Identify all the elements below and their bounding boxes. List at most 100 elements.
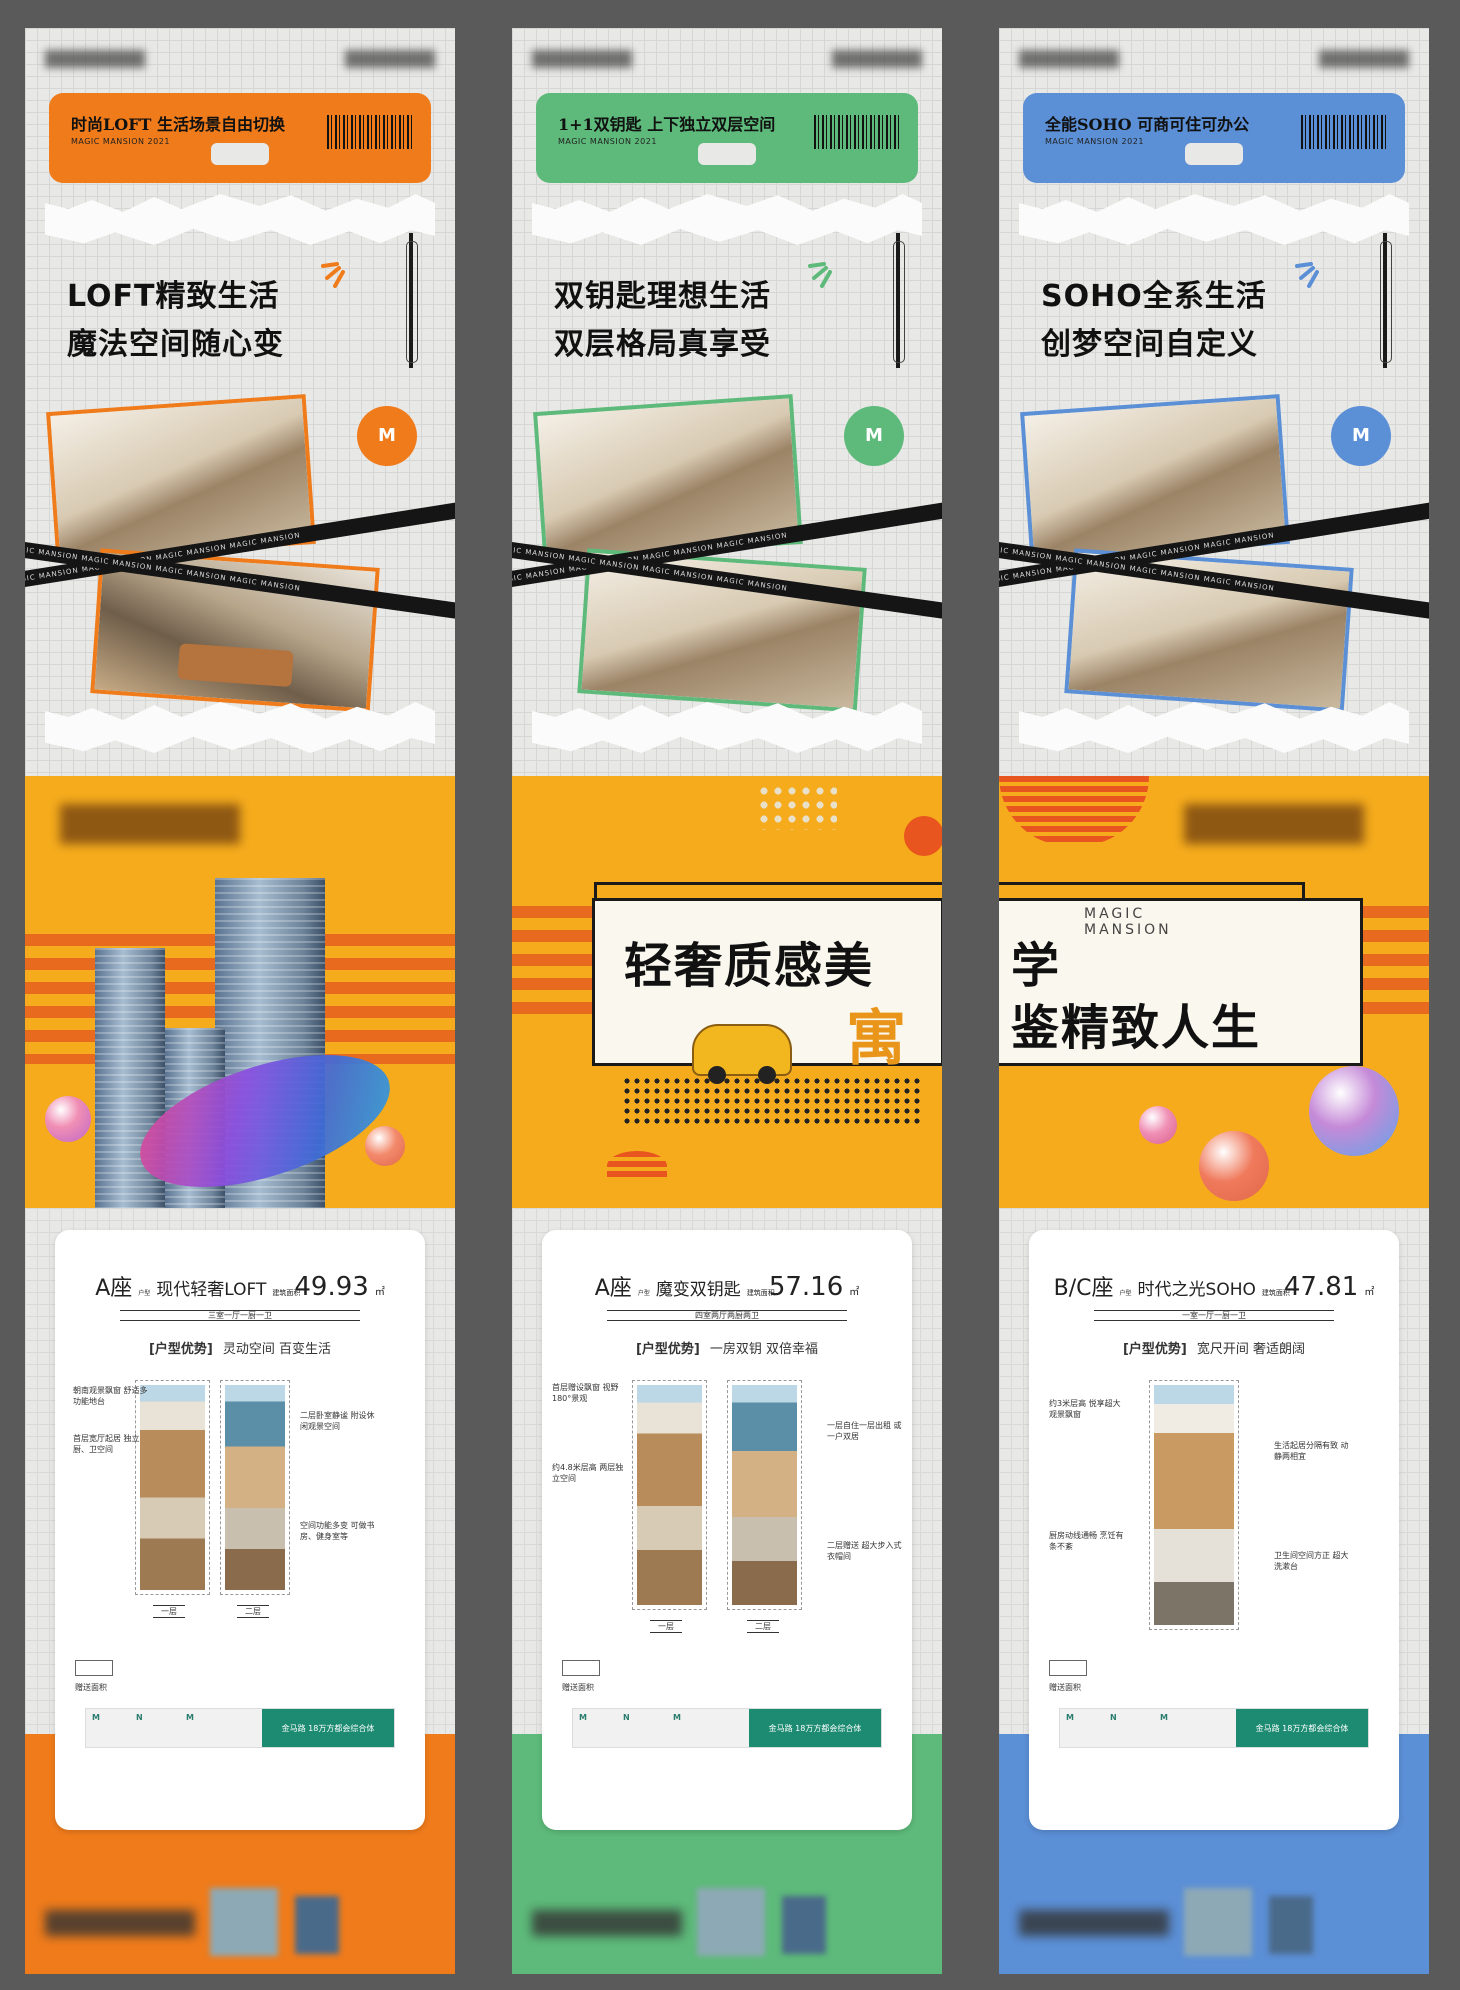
advantage-text: 宽尺开间 奢适朗阔 — [1196, 1342, 1306, 1357]
gift-area-legend: 赠送面积 — [562, 1683, 594, 1692]
ticket-tag: 时尚LOFT 生活场景自由切换 MAGIC MANSION 2021 — [49, 93, 431, 183]
ticket-notch — [1185, 143, 1243, 165]
qr-code — [1184, 1888, 1252, 1956]
poster-middle-panel: 轻奢质感美 寓 — [512, 776, 942, 1208]
tag-subtitle: MAGIC MANSION 2021 — [71, 137, 170, 146]
decor-sphere — [1309, 1066, 1399, 1156]
wordmark-line: MANSION — [1084, 922, 1172, 938]
map-pin-art — [782, 1896, 826, 1954]
burst-icon — [808, 262, 832, 288]
floor-label: 一层 — [650, 1620, 682, 1633]
qr-code — [697, 1888, 765, 1956]
brand-logo: M — [673, 1713, 681, 1722]
area-unit: ㎡ — [1364, 1287, 1375, 1298]
poster-bottom-panel: A座 户型 魔变双钥匙 建筑面积 57.16 ㎡ 四室两厅两厨两卫 [户型优势]… — [512, 1208, 942, 1974]
car-illustration — [692, 1024, 792, 1084]
floor-label: 二层 — [237, 1605, 269, 1618]
decor-sphere — [1139, 1106, 1177, 1144]
blurred-logo — [45, 50, 145, 68]
project-slogan: 金马路 18万方都会综合体 — [262, 1709, 394, 1747]
brand-logo-strip: M N M 金马路 18万方都会综合体 — [85, 1708, 395, 1748]
poster-soho: 全能SOHO 可商可住可办公 MAGIC MANSION 2021 SOHO全系… — [999, 28, 1429, 1974]
headline-line-2: 魔法空间随心变 — [67, 327, 284, 362]
barcode-icon — [1301, 115, 1387, 149]
area-label: 建筑面积 — [272, 1289, 301, 1297]
stamp-letter: M — [865, 425, 883, 446]
slider-decoration — [893, 233, 905, 368]
floorplan-level-1 — [632, 1380, 707, 1610]
building-sublabel: 户型 — [138, 1290, 151, 1297]
plan-callout: 一层自住一层出租 或一户双居 — [827, 1421, 902, 1441]
floor-label: 一层 — [153, 1605, 185, 1618]
headline: SOHO全系生活 创梦空间自定义 — [1041, 273, 1267, 369]
brand-logo-strip: M N M 金马路 18万方都会综合体 — [572, 1708, 882, 1748]
wordmark-line: MAGIC — [1084, 906, 1146, 922]
floorplan-level-1 — [135, 1380, 210, 1595]
poster-middle-panel: 学 MAGIC MANSION 鉴精致人生 — [999, 776, 1429, 1208]
headline: LOFT精致生活 魔法空间随心变 — [67, 273, 284, 369]
layout-summary: 四室两厅两厨两卫 — [607, 1310, 847, 1321]
plan-callout: 空间功能多变 可做书房、健身室等 — [300, 1521, 375, 1541]
plan-callout: 首层宽厅起居 独立厨、卫空间 — [73, 1434, 140, 1454]
torn-paper-strip — [1019, 194, 1409, 245]
map-pin-art — [1269, 1896, 1313, 1954]
poster-top-panel: 1+1双钥匙 上下独立双层空间 MAGIC MANSION 2021 双钥匙理想… — [512, 28, 942, 776]
brand-stamp: M — [844, 406, 904, 466]
layout-summary: 一室一厅一厨一卫 — [1094, 1310, 1334, 1321]
poster-top-panel: 全能SOHO 可商可住可办公 MAGIC MANSION 2021 SOHO全系… — [999, 28, 1429, 776]
brand-logo: M — [1160, 1713, 1168, 1722]
slogan-highlight: 寓 — [846, 1004, 906, 1074]
gift-area-legend: 赠送面积 — [75, 1683, 107, 1692]
slogan-line: 轻奢质感美 — [624, 938, 875, 994]
floorplan-soho — [1149, 1380, 1239, 1630]
floorplan-card: B/C座 户型 时代之光SOHO 建筑面积 47.81 ㎡ 一室一厅一厨一卫 [… — [1029, 1230, 1399, 1830]
headline: 双钥匙理想生活 双层格局真享受 — [554, 273, 771, 369]
torn-paper-strip — [532, 194, 922, 245]
torn-paper-strip — [45, 702, 435, 753]
unit-title: B/C座 户型 时代之光SOHO 建筑面积 47.81 ㎡ — [1029, 1270, 1399, 1302]
ticket-notch — [211, 143, 269, 165]
headline-line-1: SOHO全系生活 — [1041, 279, 1267, 314]
brand-logo-strip: M N M 金马路 18万方都会综合体 — [1059, 1708, 1369, 1748]
brand-logo: M — [579, 1713, 587, 1722]
blurred-logo — [1319, 50, 1409, 68]
stamp-letter: M — [378, 425, 396, 446]
building-label: A座 — [95, 1276, 133, 1301]
blurred-logo — [1184, 804, 1364, 844]
area-unit: ㎡ — [374, 1287, 385, 1298]
magic-mansion-wordmark: MAGIC MANSION — [1084, 906, 1172, 938]
tag-title: 1+1双钥匙 上下独立双层空间 — [558, 115, 776, 134]
advantage-label: [户型优势] — [148, 1342, 213, 1357]
map-pin-art — [295, 1896, 339, 1954]
torn-paper-strip — [45, 194, 435, 245]
blurred-logo — [345, 50, 435, 68]
building-sublabel: 户型 — [637, 1290, 650, 1297]
building-label: B/C座 — [1053, 1276, 1114, 1301]
blurred-logo — [832, 50, 922, 68]
barcode-icon — [327, 115, 413, 149]
dot-pattern — [757, 784, 837, 830]
advantage-text: 灵动空间 百变生活 — [222, 1342, 332, 1357]
brand-logo: M — [186, 1713, 194, 1722]
decor-circle — [904, 816, 942, 856]
blurred-phone — [532, 1910, 682, 1936]
poster-bottom-panel: B/C座 户型 时代之光SOHO 建筑面积 47.81 ㎡ 一室一厅一厨一卫 [… — [999, 1208, 1429, 1974]
decor-sphere — [1199, 1131, 1269, 1201]
tag-title: 全能SOHO 可商可住可办公 — [1045, 115, 1250, 134]
floorplan-card: A座 户型 魔变双钥匙 建筑面积 57.16 ㎡ 四室两厅两厨两卫 [户型优势]… — [542, 1230, 912, 1830]
floorplan-level-2 — [727, 1380, 802, 1610]
unit-area: 47.81 — [1283, 1272, 1359, 1302]
brand-logo: M — [1066, 1713, 1074, 1722]
tag-subtitle: MAGIC MANSION 2021 — [558, 137, 657, 146]
area-unit: ㎡ — [849, 1287, 860, 1298]
tag-title: 时尚LOFT 生活场景自由切换 — [71, 115, 286, 134]
brand-stamp: M — [357, 406, 417, 466]
decor-sphere — [45, 1096, 91, 1142]
headline-line-2: 创梦空间自定义 — [1041, 327, 1258, 362]
unit-name: 时代之光SOHO — [1137, 1280, 1256, 1300]
gift-area-swatch — [562, 1660, 600, 1676]
poster-loft: 时尚LOFT 生活场景自由切换 MAGIC MANSION 2021 LOFT精… — [25, 28, 455, 1974]
slogan-line: 鉴精致人生 — [1011, 1000, 1262, 1056]
slogan-line: 学 — [1011, 938, 1062, 994]
ticket-notch — [698, 143, 756, 165]
